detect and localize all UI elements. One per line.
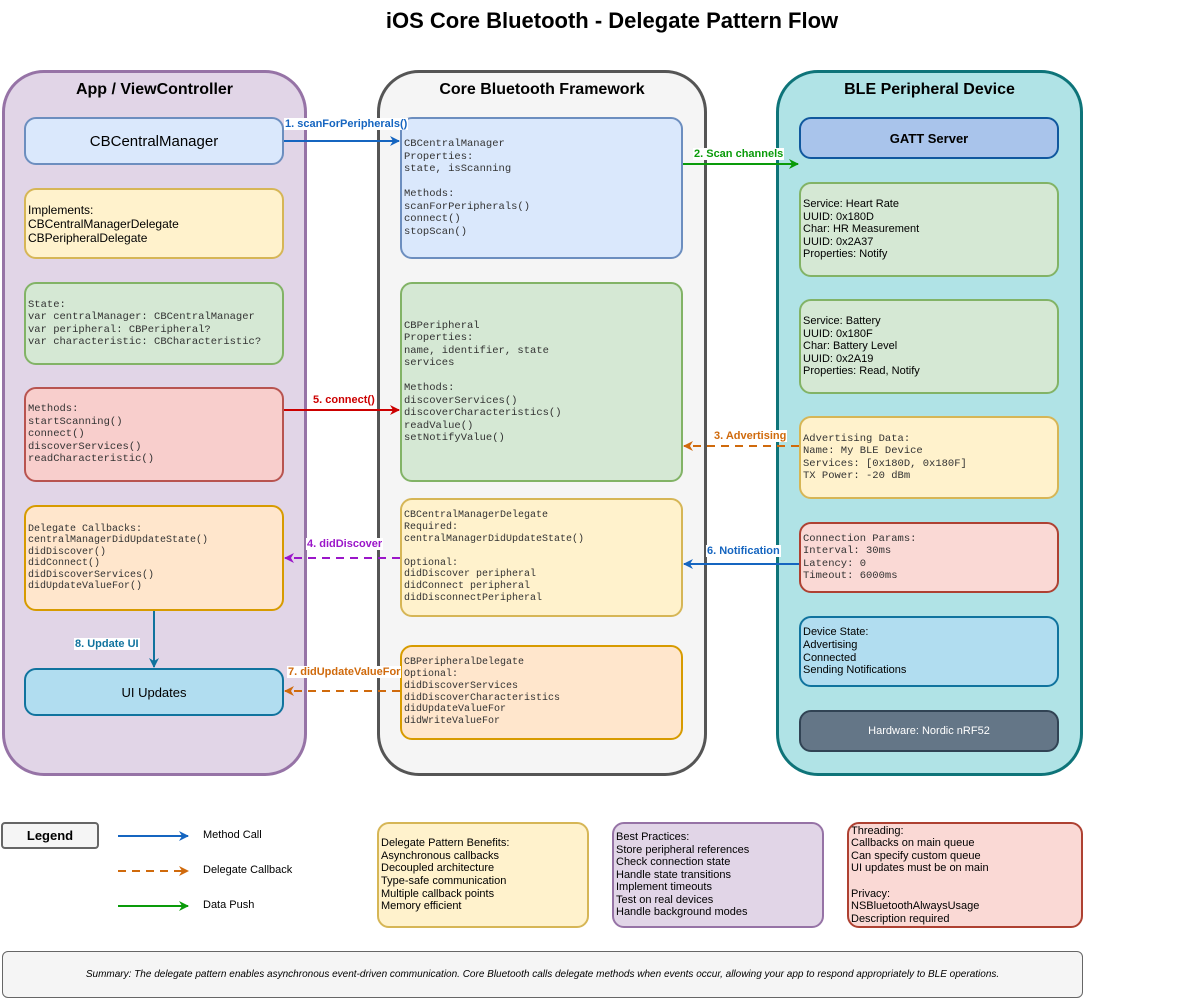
edge-5-label: 5. connect() bbox=[312, 394, 376, 406]
advertising-data-box[interactable]: Advertising Data: Name: My BLE Device Se… bbox=[799, 416, 1059, 499]
app-implements-box[interactable]: Implements: CBCentralManagerDelegate CBP… bbox=[24, 188, 284, 259]
battery-service-box[interactable]: Service: Battery UUID: 0x180F Char: Batt… bbox=[799, 299, 1059, 394]
edge-1-label: 1. scanForPeripherals() bbox=[284, 118, 409, 130]
app-state-box[interactable]: State: var centralManager: CBCentralMana… bbox=[24, 282, 284, 365]
benefits-note: Delegate Pattern Benefits: Asynchronous … bbox=[377, 822, 589, 928]
framework-central-manager-box[interactable]: CBCentralManager Properties: state, isSc… bbox=[400, 117, 683, 259]
edge-8-label: 8. Update UI bbox=[74, 638, 140, 650]
app-ui-updates-box[interactable]: UI Updates bbox=[24, 668, 284, 716]
best-practices-note: Best Practices: Store peripheral referen… bbox=[612, 822, 824, 928]
edge-6-label: 6. Notification bbox=[706, 545, 781, 557]
lane-app-title: App / ViewController bbox=[75, 81, 234, 98]
legend-method-call-label: Method Call bbox=[203, 829, 262, 841]
framework-central-delegate-box[interactable]: CBCentralManagerDelegate Required: centr… bbox=[400, 498, 683, 617]
lane-peripheral-title: BLE Peripheral Device bbox=[844, 81, 1015, 98]
edge-7-label: 7. didUpdateValueFor bbox=[287, 666, 402, 678]
framework-peripheral-delegate-box[interactable]: CBPeripheralDelegate Optional: didDiscov… bbox=[400, 645, 683, 740]
threading-privacy-note: Threading: Callbacks on main queue Can s… bbox=[847, 822, 1083, 928]
connection-params-box[interactable]: Connection Params: Interval: 30ms Latenc… bbox=[799, 522, 1059, 593]
edge-2-label: 2. Scan channels bbox=[693, 148, 785, 160]
app-methods-box[interactable]: Methods: startScanning() connect() disco… bbox=[24, 387, 284, 482]
hardware-box[interactable]: Hardware: Nordic nRF52 bbox=[799, 710, 1059, 752]
edge-4-label: 4. didDiscover bbox=[306, 538, 384, 550]
app-central-manager-box[interactable]: CBCentralManager bbox=[24, 117, 284, 165]
framework-peripheral-box[interactable]: CBPeripheral Properties: name, identifie… bbox=[400, 282, 683, 482]
app-callbacks-box[interactable]: Delegate Callbacks: centralManagerDidUpd… bbox=[24, 505, 284, 611]
lane-framework-title: Core Bluetooth Framework bbox=[439, 81, 645, 98]
edge-3-label: 3. Advertising bbox=[713, 430, 788, 442]
gatt-server-box[interactable]: GATT Server bbox=[799, 117, 1059, 159]
legend-title-box: Legend bbox=[1, 822, 99, 849]
legend-data-push-label: Data Push bbox=[203, 899, 255, 911]
device-state-box[interactable]: Device State: Advertising Connected Send… bbox=[799, 616, 1059, 687]
heart-rate-service-box[interactable]: Service: Heart Rate UUID: 0x180D Char: H… bbox=[799, 182, 1059, 277]
legend-delegate-callback-label: Delegate Callback bbox=[203, 864, 293, 876]
summary-box: Summary: The delegate pattern enables as… bbox=[2, 951, 1083, 998]
diagram-title: iOS Core Bluetooth - Delegate Pattern Fl… bbox=[385, 8, 839, 33]
